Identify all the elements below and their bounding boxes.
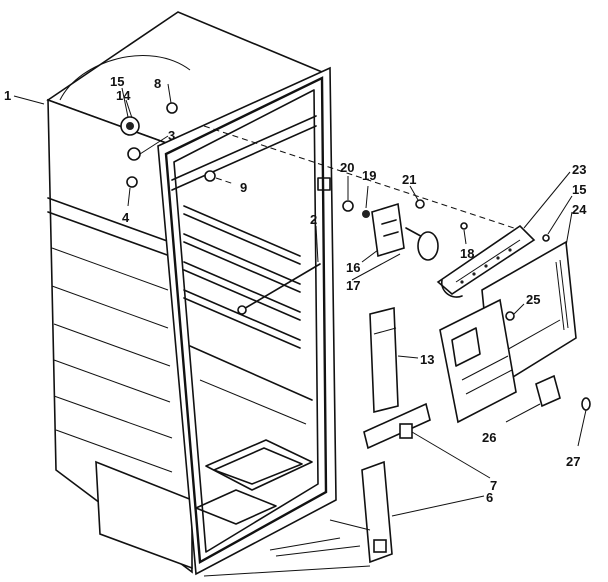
callout-20: 20 [340,160,354,175]
callout-2: 2 [310,212,317,227]
callout-16: 16 [346,260,360,275]
part-7-bracket [363,402,491,479]
callout-4: 4 [122,210,130,225]
part-13-duct [369,306,419,414]
callout-25: 25 [526,292,540,307]
callout-23: 23 [572,162,586,177]
part-25-screw [505,303,525,321]
liner-front-frame [157,66,337,576]
part-18 [460,222,468,245]
part-2-rod [237,225,321,315]
callout-15-right: 15 [572,182,586,197]
part-4 [126,176,138,207]
callout-21: 21 [402,172,416,187]
parts-16-21-control [342,176,439,281]
callout-24: 24 [572,202,587,217]
part-14-15-thermostat [120,87,140,136]
cabinet [46,11,324,574]
callout-9: 9 [240,180,247,195]
callout-15-left: 15 [110,74,124,89]
part-9 [204,170,235,185]
alignment-line [203,125,521,231]
ground-lines [203,519,371,577]
part-3 [127,135,169,161]
callout-26: 26 [482,430,496,445]
callout-17: 17 [346,278,360,293]
callout-6: 6 [486,490,493,505]
part-26-panel [439,298,561,424]
callout-1: 1 [4,88,11,103]
callout-13: 13 [420,352,434,367]
part-23-light-bar [436,171,571,298]
callout-19: 19 [362,168,376,183]
callout-8: 8 [154,76,161,91]
callout-27: 27 [566,454,580,469]
callout-18: 18 [460,246,474,261]
callout-14: 14 [116,88,131,103]
callout-3: 3 [168,128,175,143]
part-15-right [542,195,573,242]
part-8-screw [166,83,178,114]
leader-1 [13,95,45,105]
callout-7: 7 [490,478,497,493]
part-6-lower-duct [361,460,485,564]
part-27 [577,397,591,447]
